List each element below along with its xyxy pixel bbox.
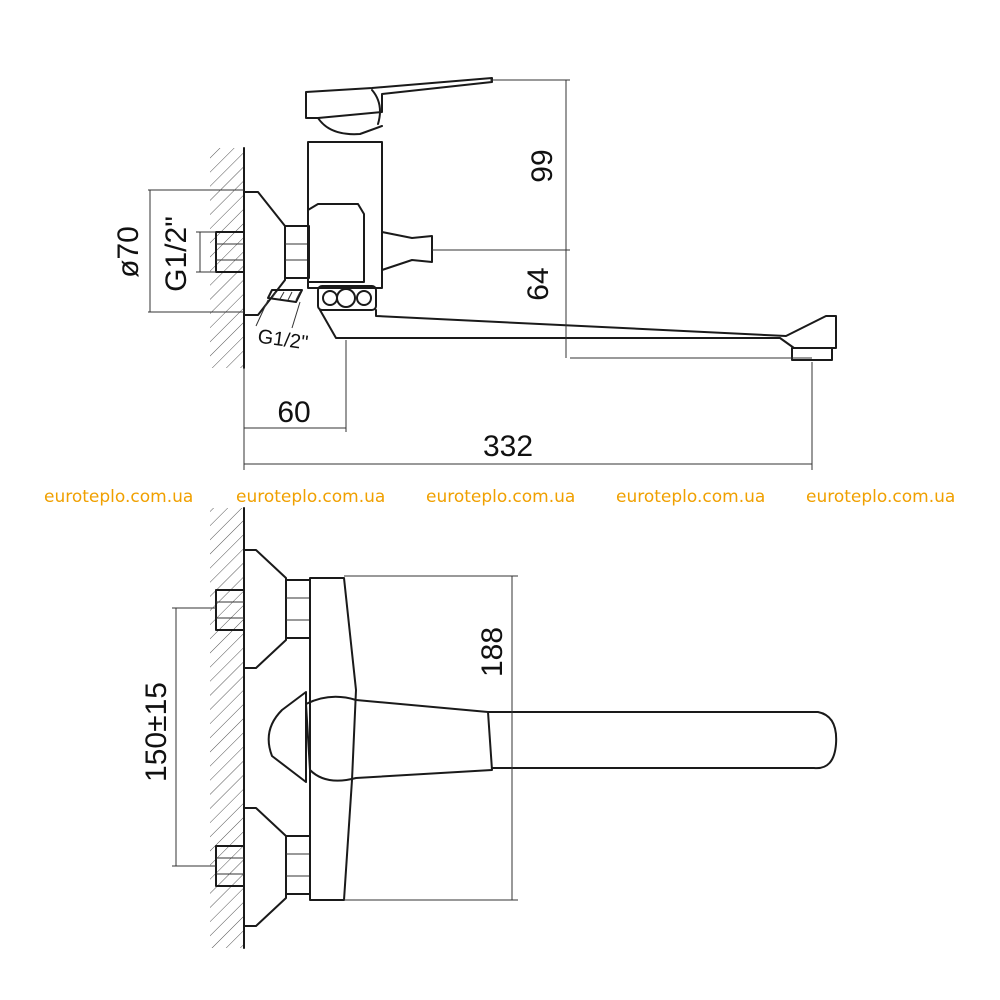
spout-front — [487, 711, 838, 770]
upper-flange-front — [243, 549, 287, 669]
dim-inlet-spacing: 150±15 — [140, 682, 173, 782]
watermark-text: euroteplo.com.ua — [236, 487, 385, 507]
dim-thread-wall: G1/2" — [160, 216, 193, 292]
upper-pipe-front — [215, 589, 245, 631]
watermark-row: euroteplo.com.ua euroteplo.com.ua eurote… — [44, 487, 955, 507]
swivel-base-front — [267, 691, 307, 783]
eccentric-pipe-side — [215, 231, 245, 273]
dim-body-height: 188 — [476, 627, 509, 677]
side-view: 332 60 99 64 ø70 G1/2" G1/2" — [112, 77, 837, 470]
dim-flange-diameter: ø70 — [112, 226, 145, 278]
lever-handle-side — [305, 77, 493, 119]
flange-side — [243, 191, 286, 316]
diverter-knob-side — [381, 231, 433, 271]
dim-thread-outlet: G1/2" — [256, 326, 309, 355]
lever-handle-front — [305, 695, 493, 782]
watermark-text: euroteplo.com.ua — [426, 487, 575, 507]
dim-wall-offset: 60 — [277, 396, 310, 429]
connector-block-side — [307, 203, 365, 283]
front-view: 188 150±15 — [140, 507, 838, 949]
dim-spout-length: 332 — [483, 430, 533, 463]
watermark-text: euroteplo.com.ua — [44, 487, 193, 507]
mixer-body-front — [309, 577, 357, 901]
lower-flange-front — [243, 807, 287, 927]
spout-side — [319, 309, 837, 349]
dim-height-lower: 64 — [522, 267, 555, 300]
upper-nut-front — [285, 579, 311, 639]
dim-height-upper: 99 — [526, 149, 559, 182]
nut-side — [284, 225, 310, 279]
watermark-text: euroteplo.com.ua — [616, 487, 765, 507]
watermark-text: euroteplo.com.ua — [806, 487, 955, 507]
swivel-ring-side — [317, 285, 377, 311]
outlet-thread-side — [267, 289, 303, 303]
lower-nut-front — [285, 835, 311, 895]
aerator-side — [791, 347, 833, 361]
mixer-body-side — [307, 141, 383, 289]
